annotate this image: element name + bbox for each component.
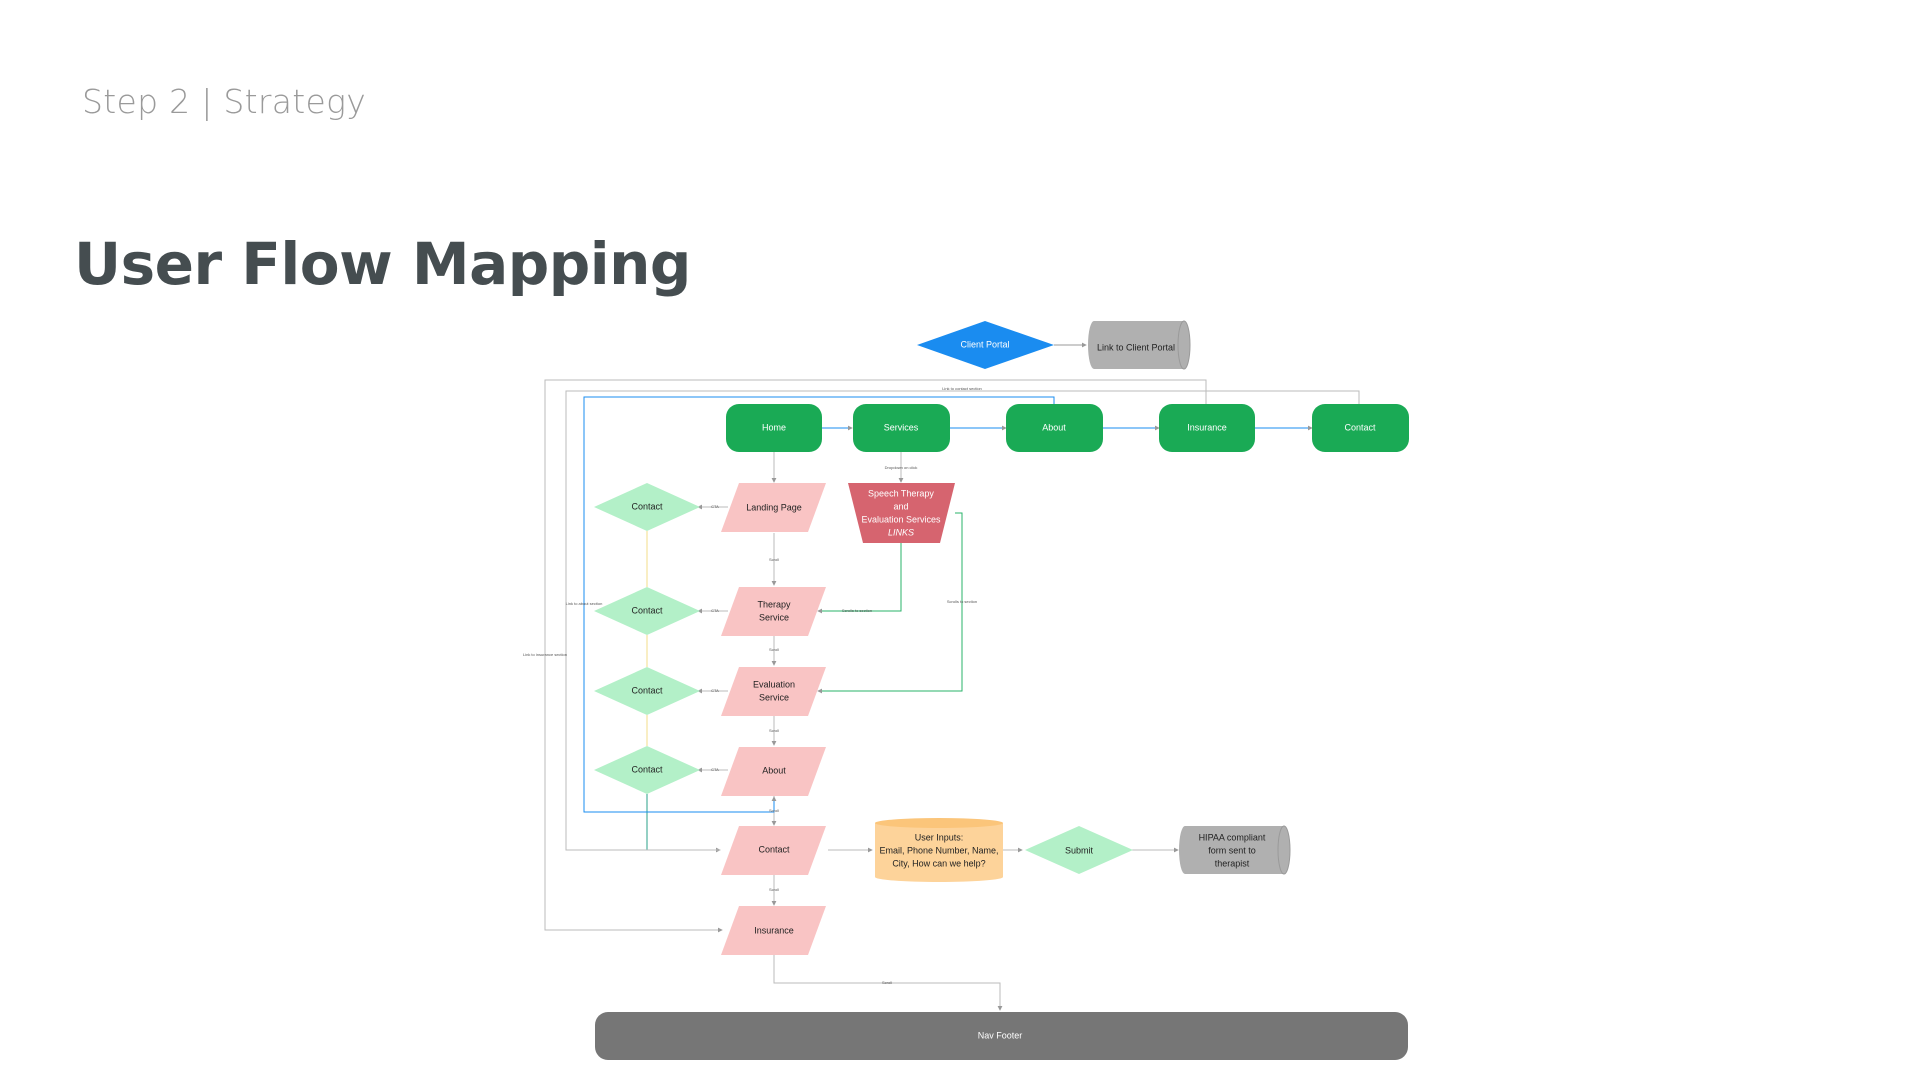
services-links-label-3: Evaluation Services [861,514,941,524]
therapy-service-label-2: Service [759,612,789,622]
edge-label-dropdown: Dropdown on click [885,465,918,470]
landing-page-label: Landing Page [746,502,802,512]
edge-label-scroll: Scroll [769,887,779,892]
insurance-page-label: Insurance [754,925,794,935]
edge-label-scrolls-section: Scrolls to section [947,599,977,604]
contact-diamond-2: Contact [594,587,700,635]
edge-label-link-contact: Link to contact section [942,386,982,391]
nav-insurance-label: Insurance [1187,422,1227,432]
edge-label-scrolls-section: Scrolls to section [842,608,872,613]
connector-links-evaluation [817,512,963,694]
contact-diamond-3: Contact [594,667,700,715]
connector-link-about [583,396,1055,813]
edge-label-cta: CTA [711,608,719,613]
about-page-node: About [721,747,826,796]
edge-label-scroll: Scroll [769,728,779,733]
connector-links-therapy [817,543,902,614]
evaluation-service-label-2: Service [759,692,789,702]
link-client-portal-node: Link to Client Portal [1088,320,1191,370]
evaluation-service-node: Evaluation Service [721,667,826,716]
contact-page-label: Contact [758,844,790,854]
client-portal-label: Client Portal [960,339,1009,349]
nav-services-label: Services [884,422,919,432]
connector-contact-to-contactpage [646,794,721,853]
hipaa-label-1: HIPAA compliant [1199,832,1266,842]
nav-footer-label: Nav Footer [978,1030,1023,1040]
user-inputs-node: User Inputs: Email, Phone Number, Name, … [875,818,1003,882]
therapy-service-node: Therapy Service [721,587,826,636]
insurance-page-node: Insurance [721,906,826,955]
submit-node[interactable]: Submit [1025,826,1133,874]
hipaa-node: HIPAA compliant form sent to therapist [1179,825,1291,875]
connector-insurance-footer [773,955,1003,1011]
edge-label-link-about: Link to about section [566,601,603,606]
user-inputs-label-2: Email, Phone Number, Name, [879,845,998,855]
connector-link-insurance [544,379,1207,933]
evaluation-service-label-1: Evaluation [753,679,795,689]
user-inputs-label-3: City, How can we help? [892,858,985,868]
user-inputs-label-1: User Inputs: [915,832,964,842]
connector-link-contact [565,390,1360,851]
hipaa-label-3: therapist [1215,858,1250,868]
edge-label-scroll: Scroll [769,808,779,813]
nav-contact-node[interactable]: Contact [1312,404,1409,452]
contact-page-node: Contact [721,826,826,875]
nav-contact-label: Contact [1344,422,1376,432]
services-links-label-4: LINKS [888,527,914,537]
edge-label-cta: CTA [711,504,719,509]
services-links-label-2: and [893,501,908,511]
nav-about-node[interactable]: About [1006,404,1103,452]
contact-diamond-1: Contact [594,483,700,531]
nav-insurance-node[interactable]: Insurance [1159,404,1255,452]
contact-diamond-label: Contact [631,501,663,511]
nav-services-node[interactable]: Services [853,404,950,452]
edge-label-scroll: Scroll [769,647,779,652]
client-portal-node[interactable]: Client Portal [917,321,1054,369]
edge-label-scroll: Scroll [769,557,779,562]
link-client-portal-label: Link to Client Portal [1097,342,1175,352]
edge-label-scroll: Scroll [882,980,892,985]
contact-diamond-label: Contact [631,685,663,695]
edge-label-cta: CTA [711,688,719,693]
services-links-node[interactable]: Speech Therapy and Evaluation Services L… [848,483,955,543]
nav-home-node[interactable]: Home [726,404,822,452]
step-label: Step 2 | Strategy [82,82,367,121]
services-links-label-1: Speech Therapy [868,488,934,498]
nav-footer-node[interactable]: Nav Footer [595,1012,1408,1060]
hipaa-label-2: form sent to [1208,845,1256,855]
contact-diamond-label: Contact [631,764,663,774]
edge-label-link-insurance: Link to insurance section [523,652,567,657]
submit-label: Submit [1065,845,1094,855]
nav-home-label: Home [762,422,786,432]
landing-page-node: Landing Page [721,483,826,532]
edge-label-cta: CTA [711,767,719,772]
about-page-label: About [762,765,786,775]
contact-diamond-4: Contact [594,746,700,794]
therapy-service-label-1: Therapy [757,599,791,609]
page-title: User Flow Mapping [74,230,691,298]
contact-diamond-label: Contact [631,605,663,615]
nav-about-label: About [1042,422,1066,432]
